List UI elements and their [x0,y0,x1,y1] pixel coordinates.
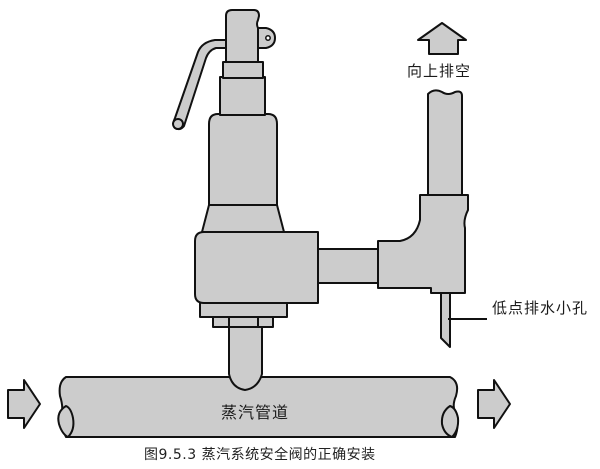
drain-hole-label: 低点排水小孔 [492,299,589,317]
vent-up-label: 向上排空 [407,62,472,80]
valve-neck-lower [219,76,266,116]
inlet-flow-arrow-icon [7,379,41,429]
valve-bottom-flange [199,301,288,318]
drain-hole-tube [440,292,451,348]
elbow-fitting [377,194,469,294]
vent-up-arrow-icon [417,22,467,55]
outlet-flow-arrow-icon [477,379,511,429]
valve-taper [201,204,285,233]
cap-ear-hole [265,35,271,41]
steam-main-pipe [57,376,460,438]
valve-body [194,231,319,304]
valve-inlet-stub [228,325,263,391]
vent-pipe [427,89,463,197]
valve-neck-upper [222,61,264,79]
pipe-right-cut-end [440,405,460,438]
pipe-left-cut-end [57,405,75,438]
lever-knob [172,118,184,130]
valve-cap [225,9,260,63]
figure-caption: 图9.5.3 蒸汽系统安全阀的正确安装 [144,447,376,463]
discharge-pipe [315,248,381,284]
valve-bonnet [208,113,278,206]
steam-pipe-label: 蒸汽管道 [221,403,290,422]
